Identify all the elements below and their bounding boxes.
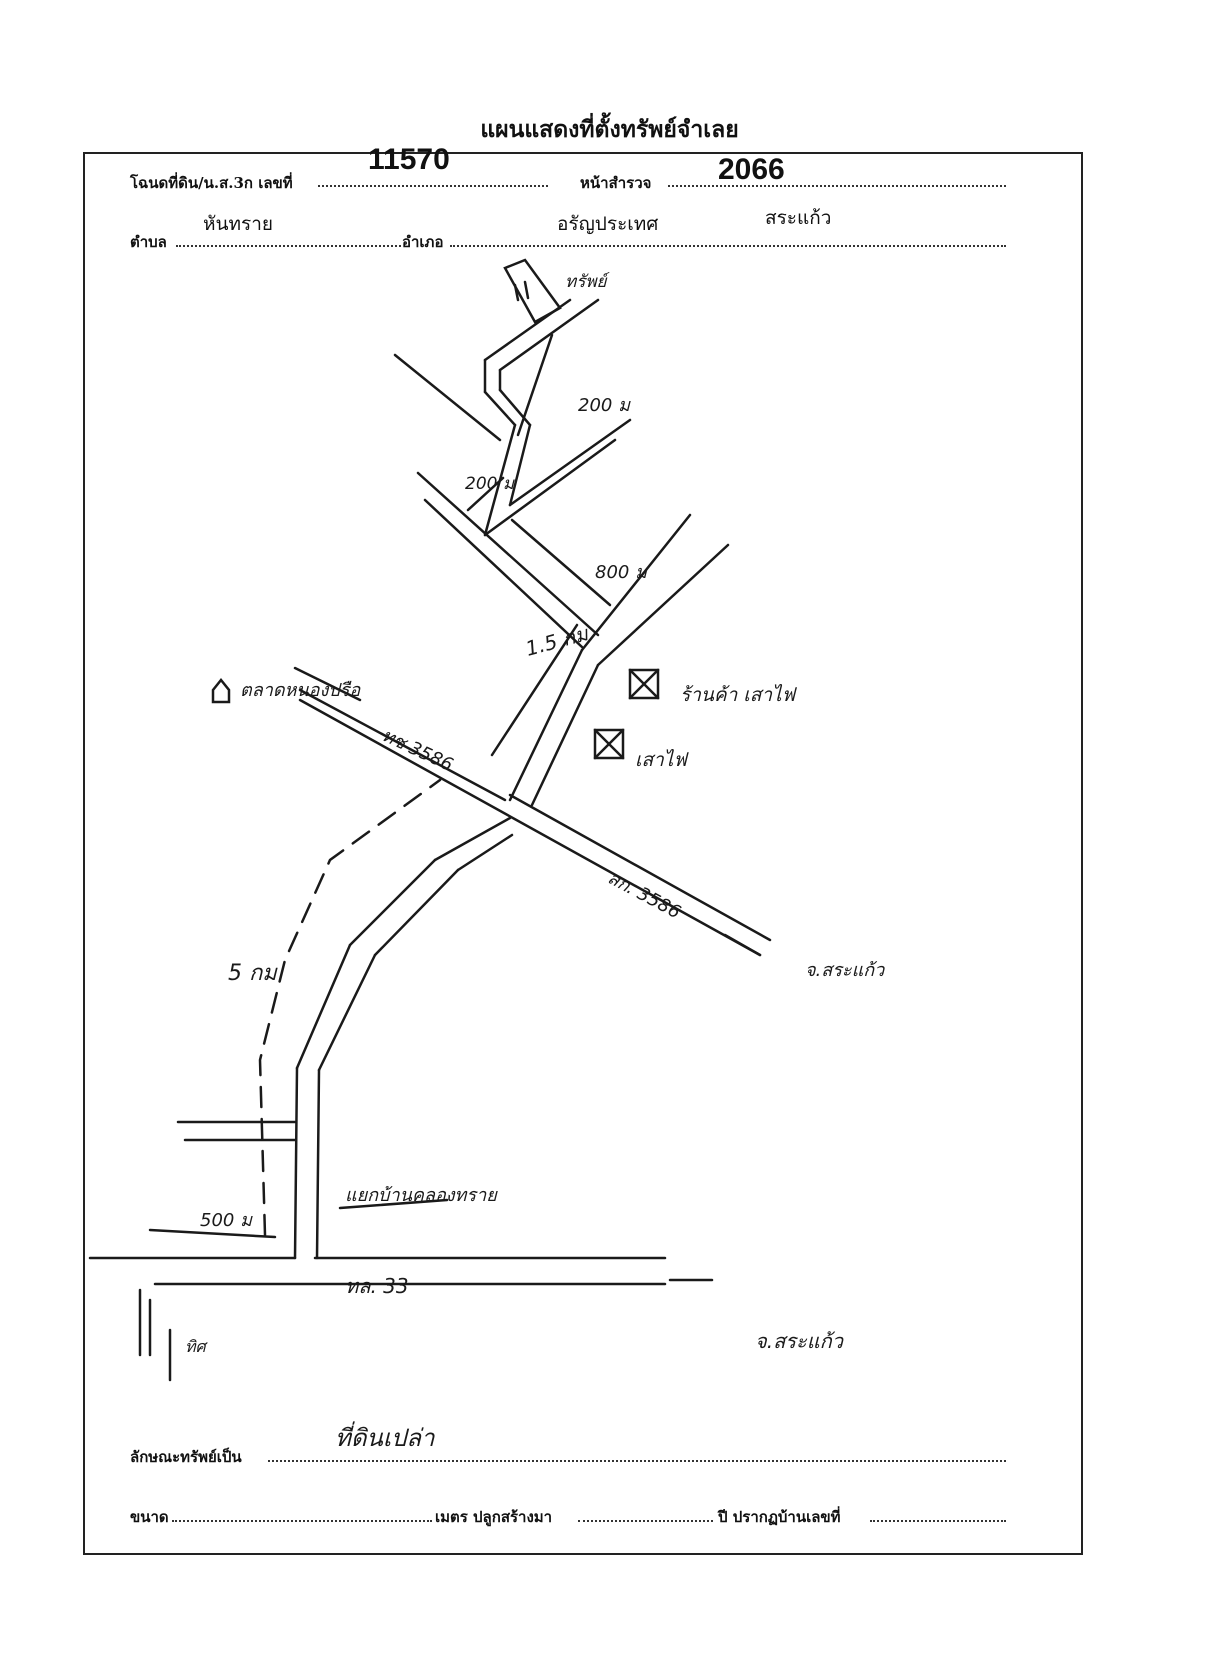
page-title: แผนแสดงที่ตั้งทรัพย์จำเลย bbox=[480, 116, 739, 143]
house-number-dotted-line bbox=[870, 1520, 1006, 1522]
pole-box-1 bbox=[628, 668, 660, 700]
survey-dotted-line bbox=[668, 185, 1006, 187]
arrow-200m-a bbox=[516, 333, 554, 437]
property-type-dotted-line bbox=[268, 1460, 1006, 1462]
label-to-sakaeo-top: จ.สระแก้ว bbox=[805, 960, 885, 981]
road-3586-upper bbox=[298, 688, 507, 802]
deed-label: โฉนดที่ดิน/น.ส.3ก เลขที่ bbox=[130, 174, 293, 192]
property-type-label: ลักษณะทรัพย์เป็น bbox=[130, 1448, 242, 1466]
dashed-route bbox=[258, 778, 442, 1237]
deed-dotted-line bbox=[318, 185, 548, 187]
subdistrict-value: หันทราย bbox=[203, 213, 274, 235]
pole-box-2 bbox=[593, 728, 625, 760]
survey-number: 2066 bbox=[718, 153, 785, 186]
year-label: ปี ปรากฏบ้านเลขที่ bbox=[718, 1508, 841, 1526]
label-road-33: ทล. 33 bbox=[345, 1274, 409, 1298]
label-market: ตลาดหนองปรือ bbox=[240, 680, 361, 701]
province-value: สระแก้ว bbox=[765, 207, 832, 229]
arrow-to-sakaeo-top bbox=[723, 933, 762, 957]
market-icon bbox=[211, 677, 231, 704]
road-3586-lower bbox=[298, 698, 762, 957]
property-type-value: ที่ดินเปล่า bbox=[335, 1424, 435, 1452]
district-value: อรัญประเทศ bbox=[557, 213, 659, 235]
label-junction: แยกบ้านคลองทราย bbox=[345, 1185, 497, 1206]
arrow-to-aranya bbox=[293, 666, 362, 702]
form-frame bbox=[83, 152, 1083, 1555]
deed-number: 11570 bbox=[368, 143, 450, 176]
district-dotted-line bbox=[450, 245, 1006, 247]
access-road-left bbox=[293, 1066, 299, 1260]
label-dist-200m-b: 200 ม bbox=[465, 474, 515, 494]
built-dotted-line bbox=[578, 1520, 713, 1522]
label-pole-1: ร้านค้า เสาไฟ bbox=[680, 684, 796, 706]
size-label: ขนาด bbox=[130, 1508, 169, 1526]
junction-pointer bbox=[338, 1198, 449, 1210]
arrow-200m-b bbox=[466, 476, 505, 512]
label-plot: ทรัพย์ bbox=[565, 272, 607, 292]
arrow-800m bbox=[510, 518, 612, 607]
subdistrict-dotted-line bbox=[176, 245, 401, 247]
arrow-1-5km bbox=[490, 623, 579, 757]
label-dist-500m: 500 ม bbox=[200, 1210, 252, 1231]
label-pole-2: เสาไฟ bbox=[635, 749, 687, 771]
label-dist-5km: 5 กม bbox=[228, 961, 277, 986]
subdistrict-label: ตำบล bbox=[130, 233, 167, 251]
label-to-sakaeo-bottom: จ.สระแก้ว bbox=[755, 1329, 843, 1353]
size-dotted-line bbox=[172, 1520, 432, 1522]
arrow-500m bbox=[148, 1228, 277, 1239]
survey-label: หน้าสำรวจ bbox=[580, 174, 652, 192]
plot-parcel bbox=[503, 258, 562, 324]
size-unit-label: เมตร ปลูกสร้างมา bbox=[435, 1508, 553, 1526]
label-north: ทิศ bbox=[185, 1337, 206, 1356]
label-dist-200m-a: 200 ม bbox=[578, 395, 630, 416]
district-label: อำเภอ bbox=[402, 233, 444, 251]
access-road-right bbox=[315, 1068, 321, 1260]
label-dist-800m: 800 ม bbox=[595, 562, 647, 583]
